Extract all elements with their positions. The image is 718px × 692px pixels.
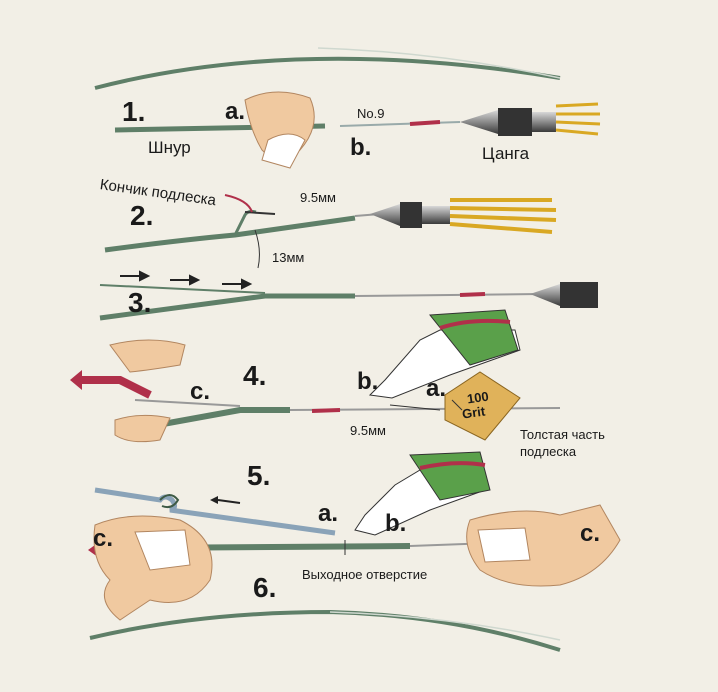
sandpaper-icon [444, 371, 521, 441]
step-5-label-a: a. [318, 500, 339, 527]
needle-size-label: No.9 [357, 106, 385, 121]
step-2-number: 2. [130, 200, 154, 231]
step-4-label-a: a. [426, 375, 447, 402]
step-1-label-b: b. [350, 134, 372, 161]
length-9-5mm-mid: 9.5мм [350, 423, 386, 438]
hand-icon [93, 504, 621, 621]
step-4-number: 4. [243, 360, 267, 391]
step-5-6-drawing [88, 451, 621, 652]
step-2-drawing [104, 194, 557, 269]
glue-tube-icon [368, 309, 521, 399]
glue-tube-icon [354, 451, 491, 536]
grit-word: Grit [461, 403, 487, 422]
collet-icon [460, 102, 601, 136]
step-4-label-b: b. [357, 368, 379, 395]
step-5-label-b: b. [385, 510, 407, 537]
length-9-5mm-top: 9.5мм [300, 190, 336, 205]
step-4-drawing [70, 309, 561, 443]
step-3-drawing [99, 270, 598, 321]
step-6-label-c-right: c. [580, 520, 601, 547]
hand-icon [244, 91, 315, 169]
step-4-label-c: c. [190, 378, 211, 405]
step-1-label-a: a. [225, 98, 246, 125]
needle-icon [339, 121, 461, 127]
collet-label: Цанга [482, 144, 530, 163]
arrow-icon [224, 194, 253, 213]
thick-part-label-1: Толстая часть [520, 427, 605, 442]
arrow-icon [80, 376, 152, 399]
knot-icon [159, 494, 180, 509]
step-1-drawing [114, 91, 601, 169]
length-13mm: 13мм [272, 250, 305, 265]
step-6-label-c-left: c. [93, 525, 114, 552]
step-5-number: 5. [247, 460, 271, 491]
collet-icon [530, 282, 598, 308]
collet-icon [370, 198, 557, 234]
step-1-number: 1. [122, 96, 146, 127]
cord-label: Шнур [148, 138, 191, 157]
hand-icon [109, 339, 186, 443]
step-3-number: 3. [128, 287, 152, 318]
thick-part-label-2: подлеска [520, 444, 577, 459]
top-curve-line [94, 56, 561, 90]
exit-hole-label: Выходное отверстие [302, 567, 428, 582]
step-6-number: 6. [253, 572, 277, 603]
